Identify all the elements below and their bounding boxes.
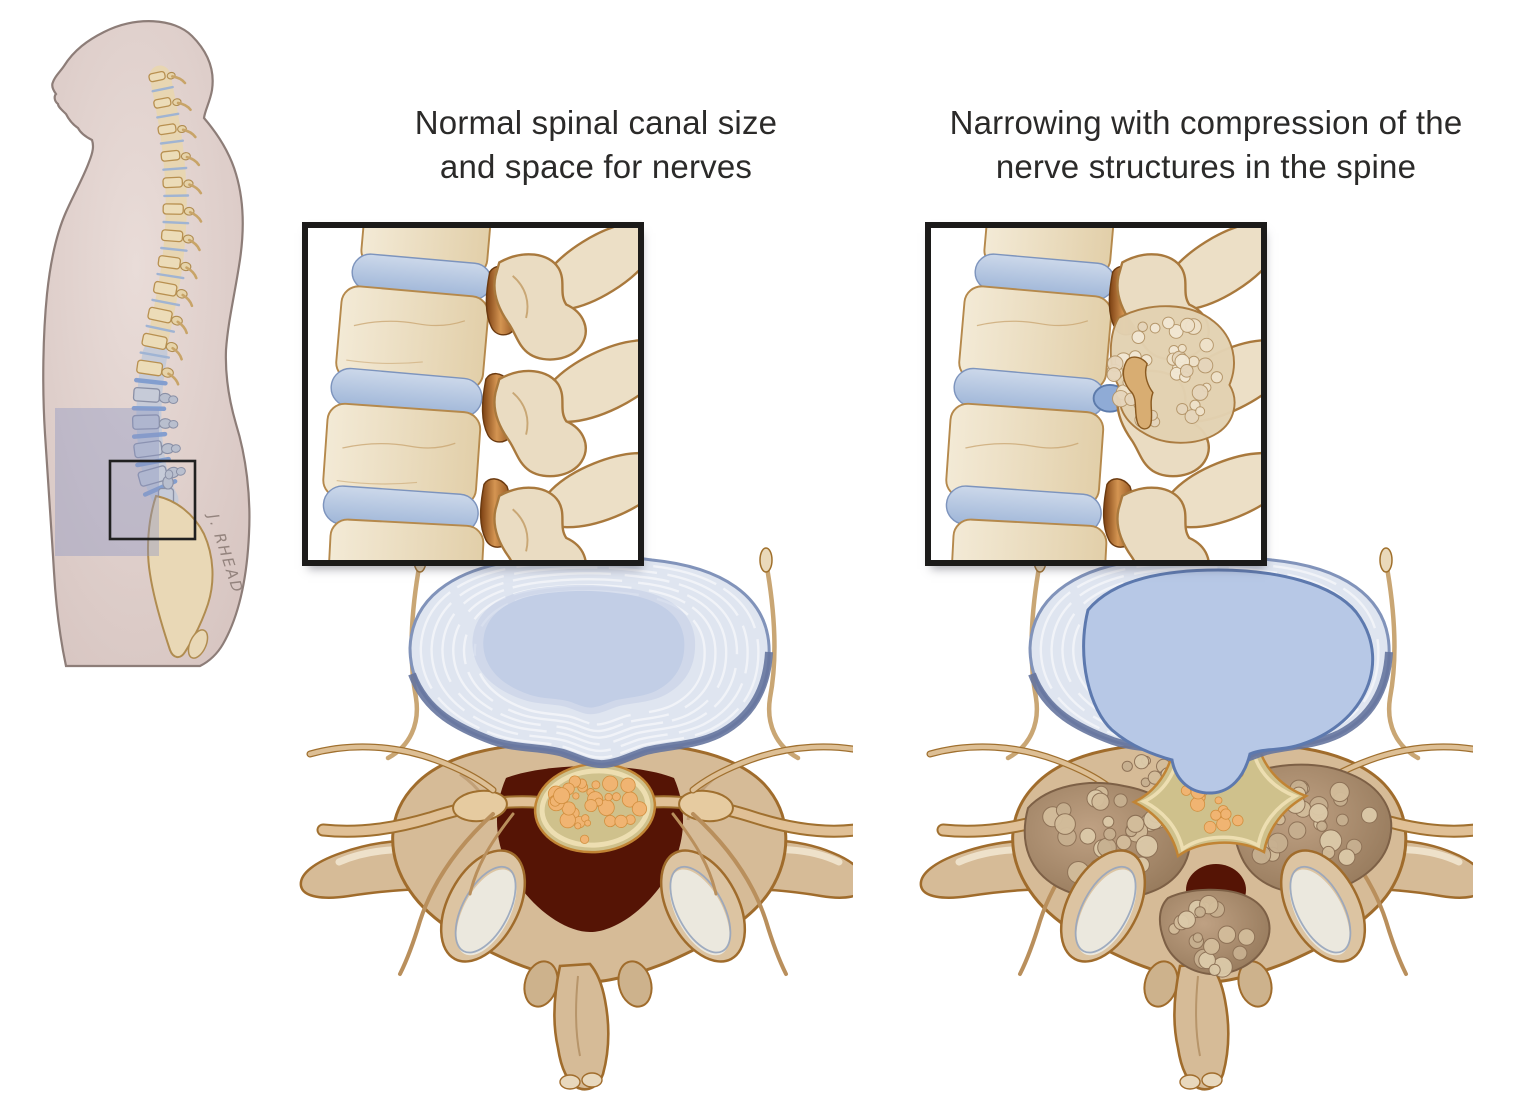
spinous-process: [1143, 960, 1273, 1091]
bulging-disc: [1028, 554, 1393, 795]
stenosis-panel-title: Narrowing with compression of the nerve …: [916, 101, 1496, 188]
stenosis-title-line2: nerve structures in the spine: [995, 147, 1417, 185]
nerve-roots: [306, 743, 853, 976]
body-overview-panel: J. RHEAD: [42, 20, 251, 668]
normal-lateral-spine: [322, 228, 638, 560]
facet-joints: [439, 849, 747, 963]
intervertebral-disc: [408, 554, 773, 769]
normal-title-line2: and space for nerves: [439, 147, 753, 185]
stenosis-lateral-inset: [925, 222, 1267, 566]
stenosis-cross-section: [919, 547, 1473, 1091]
pinched-nerve-root: [1122, 356, 1154, 430]
disc-posterior-rim: [408, 651, 773, 769]
vertebral-bodies-and-discs: [322, 228, 493, 560]
stenosis-title-line1: Narrowing with compression of the: [949, 104, 1463, 141]
lumbar-highlight-band: [55, 408, 159, 556]
spinous-process: [523, 960, 653, 1091]
normal-title-line1: Normal spinal canal size: [414, 104, 778, 141]
vertebral-bodies-and-discs: [945, 228, 1116, 560]
sacrum: [147, 494, 214, 658]
facet-joints: [1059, 849, 1367, 963]
annulus-fibers: [419, 560, 760, 759]
coccyx: [187, 629, 209, 659]
lumbar-focus-box: [108, 459, 197, 541]
normal-cross-section: [299, 547, 853, 1091]
normal-lateral-inset: [302, 222, 644, 566]
normal-panel-title: Normal spinal canal size and space for n…: [306, 101, 886, 188]
cauda-equina-rootlets: [547, 775, 648, 844]
ascending-nerve-strands: [1005, 547, 1421, 761]
thecal-sac: [533, 762, 657, 854]
transverse-processes: [536, 228, 638, 529]
herniated-nucleus: [1082, 568, 1375, 795]
spine-side-view: [131, 65, 214, 659]
stenosis-lateral-spine: [945, 228, 1261, 560]
